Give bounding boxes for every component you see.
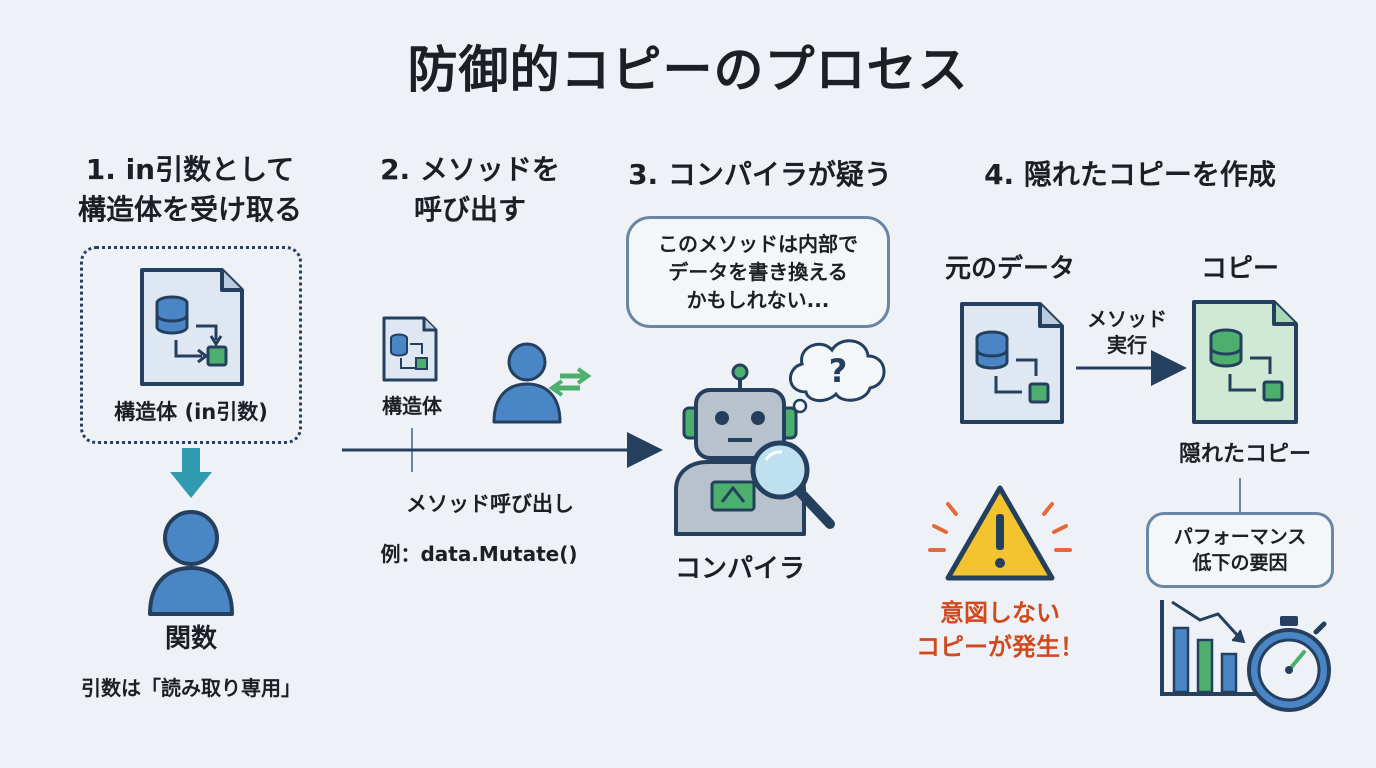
original-data-label: 元のデータ bbox=[944, 254, 1075, 284]
declining-bar-chart-icon bbox=[1160, 600, 1256, 696]
step2-heading-line2: 呼び出す bbox=[413, 193, 526, 226]
step2-heading-line1: 2. メソッドを bbox=[380, 153, 560, 186]
step1-heading-line1: 1. in引数として bbox=[85, 153, 295, 186]
step4-heading: 4. 隠れたコピーを作成 bbox=[984, 158, 1276, 191]
caller-person-icon bbox=[492, 342, 562, 424]
perf-line1: パフォーマンス bbox=[1173, 526, 1307, 548]
example-call-label: 例：data.Mutate() bbox=[380, 542, 578, 566]
step1-heading: 1. in引数として 構造体を受け取る bbox=[40, 150, 340, 230]
function-person-icon bbox=[148, 510, 234, 616]
struct-document-icon bbox=[140, 268, 244, 386]
warning-line2: コピーが発生！ bbox=[916, 633, 1084, 661]
original-data-document-icon bbox=[960, 302, 1064, 424]
step3-heading: 3. コンパイラが疑う bbox=[628, 158, 892, 191]
compiler-label: コンパイラ bbox=[674, 554, 805, 584]
exchange-arrows-icon bbox=[548, 367, 592, 397]
question-mark-icon: ? bbox=[828, 352, 848, 390]
bubble-line1: このメソッドは内部で bbox=[658, 232, 858, 256]
down-arrow-icon bbox=[170, 448, 212, 498]
small-struct-document-icon bbox=[382, 316, 438, 382]
struct-label: 構造体 bbox=[382, 394, 442, 418]
step2-heading: 2. メソッドを 呼び出す bbox=[330, 150, 610, 230]
function-label: 関数 bbox=[164, 624, 217, 654]
bubble-line2: データを書き換える bbox=[668, 260, 848, 284]
execute-arrow-label: メソッド 実行 bbox=[1072, 306, 1182, 358]
struct-in-arg-box bbox=[80, 246, 302, 444]
struct-in-arg-label: 構造体 (in引数) bbox=[114, 400, 268, 424]
compiler-speech-bubble: このメソッドは内部で データを書き換える かもしれない... bbox=[626, 216, 890, 328]
method-call-label: メソッド呼び出し bbox=[406, 492, 574, 516]
performance-callout: パフォーマンス 低下の要因 bbox=[1146, 512, 1334, 588]
perf-line2: 低下の要因 bbox=[1192, 552, 1288, 574]
warning-icon bbox=[928, 485, 1072, 581]
copy-label: コピー bbox=[1200, 254, 1279, 284]
bubble-line3: かもしれない... bbox=[686, 288, 830, 312]
unintended-copy-warning: 意図しない コピーが発生！ bbox=[900, 596, 1100, 664]
readonly-note: 引数は「読み取り専用」 bbox=[81, 676, 301, 700]
stopwatch-icon bbox=[1247, 616, 1331, 712]
database-icon bbox=[155, 295, 189, 335]
magnifier-icon bbox=[750, 440, 835, 529]
execute-label-line2: 実行 bbox=[1107, 333, 1147, 357]
warning-line1: 意図しない bbox=[940, 599, 1060, 627]
copy-document-icon bbox=[1192, 300, 1298, 424]
execute-label-line1: メソッド bbox=[1087, 307, 1167, 331]
hidden-copy-label: 隠れたコピー bbox=[1178, 442, 1311, 467]
step1-heading-line2: 構造体を受け取る bbox=[77, 193, 302, 226]
page-title: 防御的コピーのプロセス bbox=[407, 41, 969, 99]
